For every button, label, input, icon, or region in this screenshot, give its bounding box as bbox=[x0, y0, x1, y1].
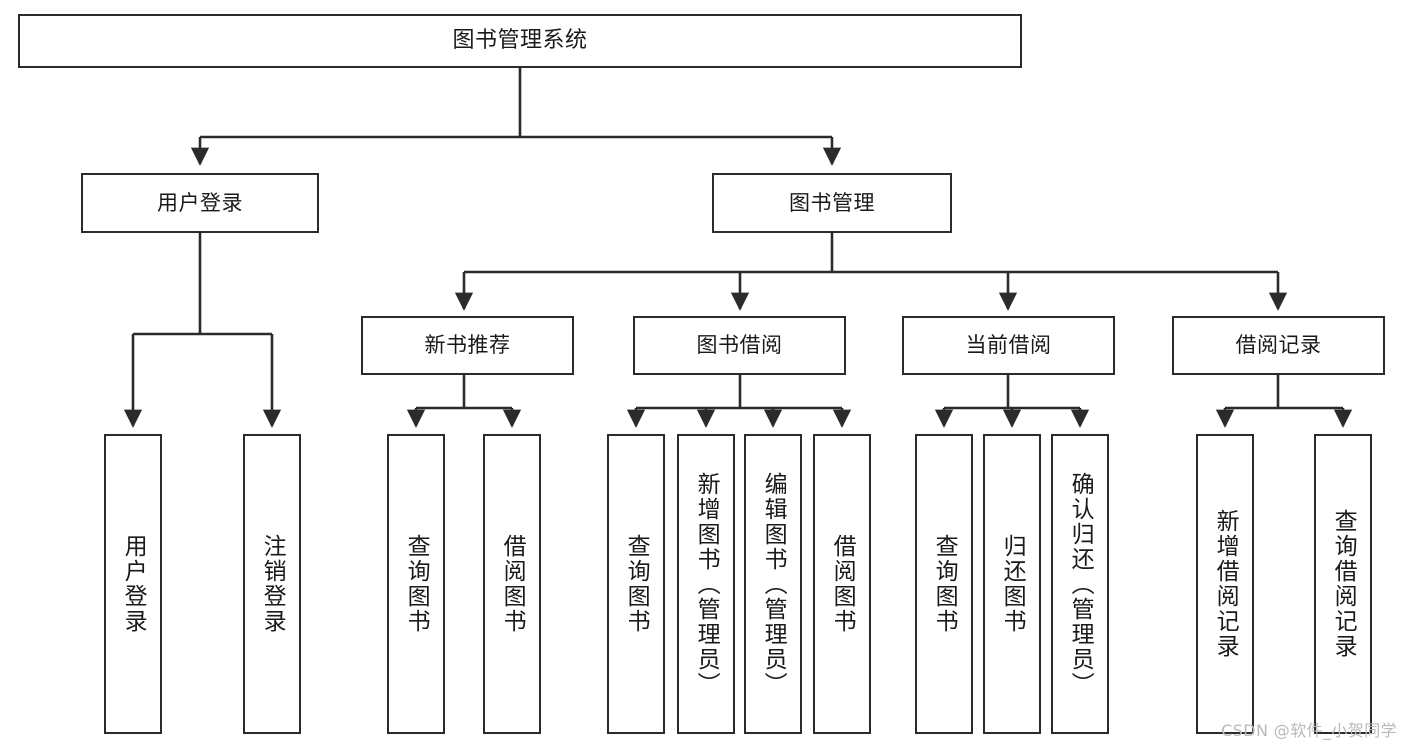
node-label: 借阅图书 bbox=[829, 534, 856, 634]
node-user-login[interactable]: 用户登录 bbox=[81, 173, 319, 233]
leaf-logout-login[interactable]: 注销登录 bbox=[243, 434, 301, 734]
leaf-query-book-3[interactable]: 查询图书 bbox=[915, 434, 973, 734]
node-label: 查询图书 bbox=[623, 534, 650, 634]
node-label: 新增借阅记录 bbox=[1212, 509, 1239, 659]
leaf-user-login[interactable]: 用户登录 bbox=[104, 434, 162, 734]
leaf-borrow-book-2[interactable]: 借阅图书 bbox=[813, 434, 871, 734]
node-borrow-record[interactable]: 借阅记录 bbox=[1172, 316, 1385, 375]
node-label: 新增图书（管理员） bbox=[693, 471, 720, 697]
node-root-system[interactable]: 图书管理系统 bbox=[18, 14, 1022, 68]
leaf-confirm-return[interactable]: 确认归还（管理员） bbox=[1051, 434, 1109, 734]
leaf-edit-book[interactable]: 编辑图书（管理员） bbox=[744, 434, 802, 734]
node-label: 图书管理 bbox=[789, 190, 875, 215]
leaf-return-book[interactable]: 归还图书 bbox=[983, 434, 1041, 734]
node-label: 图书借阅 bbox=[696, 333, 783, 358]
node-label: 查询借阅记录 bbox=[1330, 509, 1357, 659]
node-label: 确认归还（管理员） bbox=[1067, 471, 1094, 697]
node-label: 借阅图书 bbox=[499, 534, 526, 634]
node-new-book-recommend[interactable]: 新书推荐 bbox=[361, 316, 574, 375]
node-label: 查询图书 bbox=[931, 534, 958, 634]
node-current-borrow[interactable]: 当前借阅 bbox=[902, 316, 1115, 375]
leaf-add-book[interactable]: 新增图书（管理员） bbox=[677, 434, 735, 734]
node-label: 用户登录 bbox=[120, 534, 147, 634]
csdn-watermark: CSDN @软件_小贺同学 bbox=[1221, 721, 1397, 740]
node-label: 编辑图书（管理员） bbox=[760, 471, 787, 697]
leaf-query-record[interactable]: 查询借阅记录 bbox=[1314, 434, 1372, 734]
node-book-borrow[interactable]: 图书借阅 bbox=[633, 316, 846, 375]
node-label: 注销登录 bbox=[259, 534, 286, 634]
node-book-manage[interactable]: 图书管理 bbox=[712, 173, 952, 233]
node-label: 借阅记录 bbox=[1235, 333, 1322, 358]
node-label: 当前借阅 bbox=[965, 333, 1052, 358]
node-label: 图书管理系统 bbox=[452, 28, 588, 54]
leaf-borrow-book-1[interactable]: 借阅图书 bbox=[483, 434, 541, 734]
leaf-query-book-1[interactable]: 查询图书 bbox=[387, 434, 445, 734]
node-label: 查询图书 bbox=[403, 534, 430, 634]
node-label: 用户登录 bbox=[157, 190, 243, 215]
leaf-add-record[interactable]: 新增借阅记录 bbox=[1196, 434, 1254, 734]
node-label: 新书推荐 bbox=[424, 333, 511, 358]
node-label: 归还图书 bbox=[999, 534, 1026, 634]
leaf-query-book-2[interactable]: 查询图书 bbox=[607, 434, 665, 734]
